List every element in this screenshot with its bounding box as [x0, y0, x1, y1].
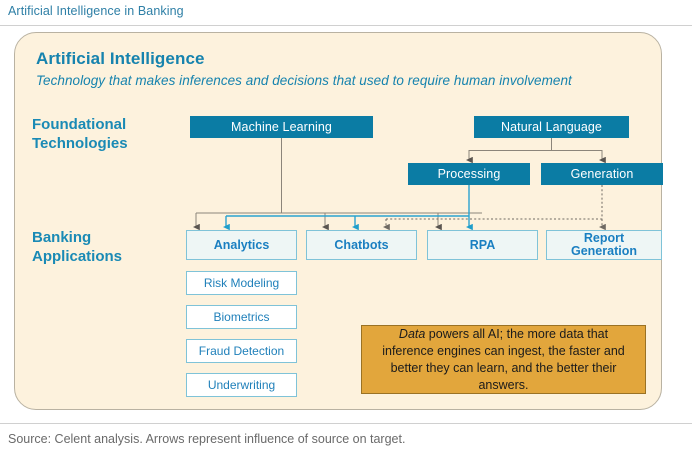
subitem-underwriting[interactable]: Underwriting: [186, 373, 297, 397]
subitem-biometrics[interactable]: Biometrics: [186, 305, 297, 329]
callout-text: powers all AI; the more data that infere…: [382, 326, 625, 392]
node-processing[interactable]: Processing: [408, 163, 530, 185]
node-rpa[interactable]: RPA: [427, 230, 538, 260]
node-natural-language[interactable]: Natural Language: [474, 116, 629, 138]
node-report-generation[interactable]: Report Generation: [546, 230, 662, 260]
panel-heading: Artificial Intelligence: [36, 49, 205, 68]
row-label-banking-line1: Banking: [32, 229, 92, 246]
subitem-fraud-detection[interactable]: Fraud Detection: [186, 339, 297, 363]
node-report-generation-line2: Generation: [571, 244, 637, 258]
row-label-foundational: Foundational Technologies: [32, 115, 128, 153]
source-note: Source: Celent analysis. Arrows represen…: [8, 432, 406, 446]
subitem-risk-modeling[interactable]: Risk Modeling: [186, 271, 297, 295]
node-generation[interactable]: Generation: [541, 163, 663, 185]
row-label-foundational-line2: Technologies: [32, 135, 128, 152]
row-label-banking: Banking Applications: [32, 228, 122, 266]
node-machine-learning[interactable]: Machine Learning: [190, 116, 373, 138]
footer-divider: [0, 423, 692, 424]
node-report-generation-line1: Report: [583, 231, 625, 245]
panel-subheading: Technology that makes inferences and dec…: [36, 73, 572, 88]
node-chatbots[interactable]: Chatbots: [306, 230, 417, 260]
row-label-foundational-line1: Foundational: [32, 116, 127, 133]
row-label-banking-line2: Applications: [32, 248, 123, 265]
callout-box: Data powers all AI; the more data that i…: [361, 325, 646, 394]
title-divider: [0, 25, 692, 26]
callout-emphasis: Data: [398, 326, 426, 341]
page-title: Artificial Intelligence in Banking: [8, 4, 184, 18]
node-analytics[interactable]: Analytics: [186, 230, 297, 260]
